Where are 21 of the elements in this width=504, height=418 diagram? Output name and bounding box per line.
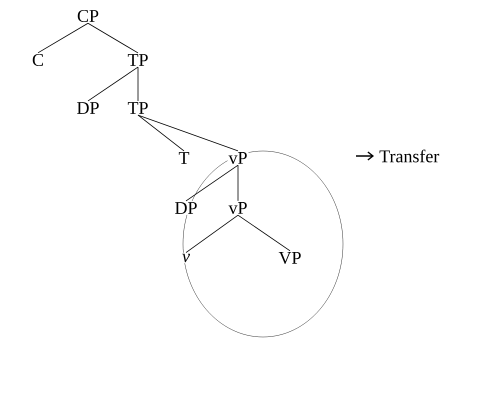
tree-branch xyxy=(88,22,138,54)
label-text: Transfer xyxy=(378,148,440,164)
tree-branch xyxy=(88,66,138,102)
tree-node-label: v xyxy=(181,252,191,264)
tree-branch xyxy=(238,214,290,252)
tree-node-label: DP xyxy=(174,201,198,215)
tree-branch xyxy=(186,164,238,202)
tree-node-label: CP xyxy=(76,8,100,24)
tree-branch xyxy=(138,114,184,152)
tree-node-label: TP xyxy=(126,53,150,67)
tree-node-label: TP xyxy=(126,101,150,115)
tree-node-label: VP xyxy=(278,251,302,265)
tree-node-label: DP xyxy=(76,101,100,115)
arrow xyxy=(356,151,374,161)
tree-node-label: vP xyxy=(228,151,248,165)
tree-node-label: C xyxy=(31,52,45,68)
tree-node-label: vP xyxy=(228,201,248,215)
tree-branch xyxy=(38,22,88,54)
tree-branch xyxy=(186,214,238,253)
tree-branch xyxy=(138,114,238,152)
tree-node-label: T xyxy=(178,151,190,165)
